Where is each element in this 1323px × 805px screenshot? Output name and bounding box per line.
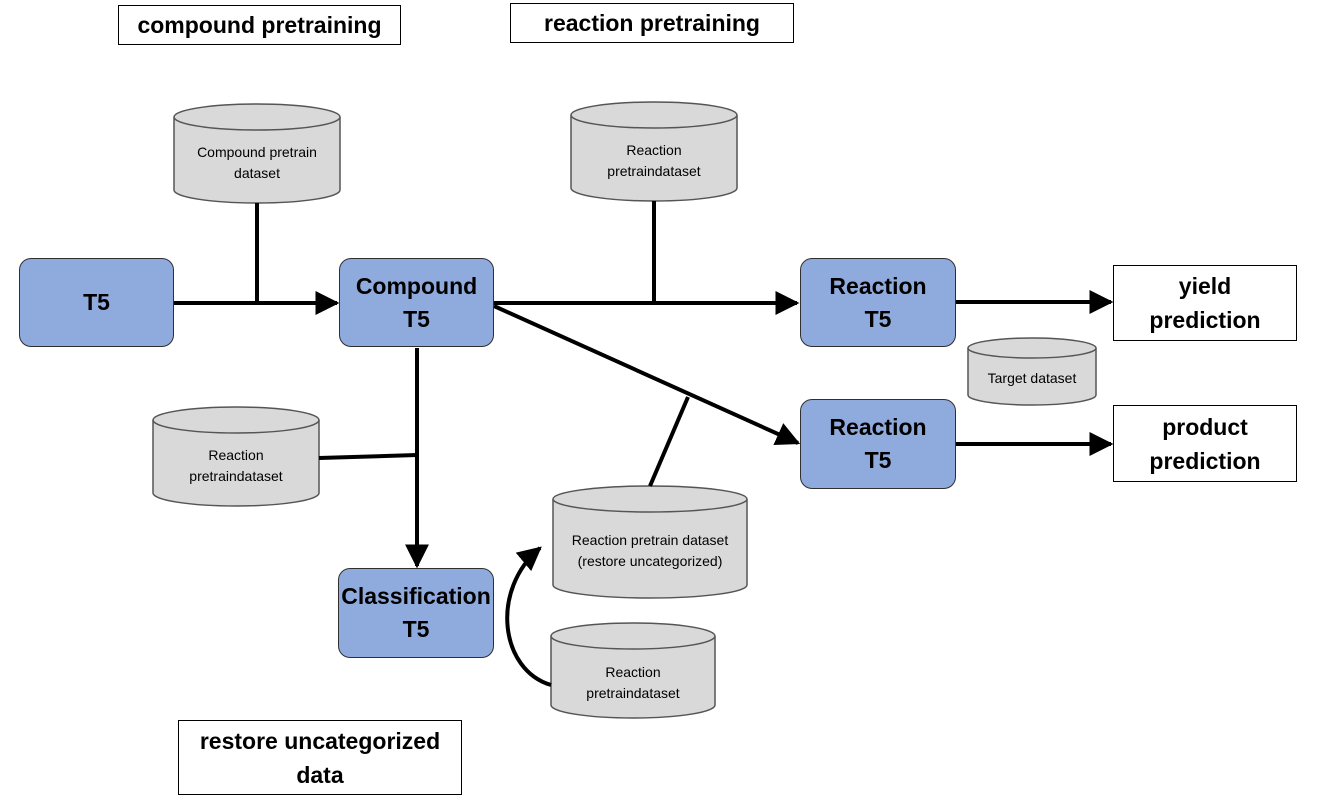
model-classification-t5: Classification T5 (338, 568, 494, 658)
model-reaction-t5-yield: Reaction T5 (800, 258, 956, 347)
dataset-reaction-bottom-line2: pretraindataset (586, 685, 680, 701)
cylinder-reaction-pretrain-bottom (550, 622, 716, 719)
output-yield-prediction: yield prediction (1113, 265, 1297, 341)
cylinder-compound-pretrain (173, 103, 341, 204)
dataset-target-line1: Target dataset (987, 369, 1077, 386)
model-classification-line2: T5 (402, 616, 430, 642)
arrow-restore-curve (505, 546, 552, 687)
dataset-reaction-bottom-line1: Reaction (605, 664, 661, 680)
header-compound-pretraining: compound pretraining (118, 5, 401, 45)
cylinder-target-dataset (967, 337, 1097, 406)
model-reaction-t5-product: Reaction T5 (800, 399, 956, 489)
dataset-reaction-pretrain-restore: Reaction pretrain dataset (restore uncat… (553, 518, 747, 584)
header-restore-line2: data (296, 761, 344, 788)
dataset-compound-pretrain: Compound pretrain dataset (174, 132, 340, 194)
cylinder-reaction-pretrain-restore (552, 485, 748, 599)
dataset-compound-line1: Compound pretrain (197, 144, 317, 160)
model-classification-line1: Classification (341, 583, 491, 609)
model-compound-line2: T5 (403, 305, 430, 332)
output-product-line1: product (1162, 413, 1248, 440)
model-reaction-product-line1: Reaction (829, 414, 927, 440)
model-t5: T5 (19, 258, 174, 347)
dataset-reaction-pretrain-left: Reaction pretraindataset (153, 435, 319, 497)
model-reaction-yield-line1: Reaction (829, 272, 927, 299)
dataset-compound-line2: dataset (234, 165, 280, 181)
output-product-prediction: product prediction (1113, 405, 1297, 482)
model-compound-line1: Compound (355, 272, 478, 299)
header-restore-uncategorized: restore uncategorized data (178, 720, 462, 795)
line-left-dataset-join (318, 453, 418, 460)
dataset-reaction-pretrain-bottom: Reaction pretraindataset (551, 651, 715, 715)
output-yield-line2: prediction (1149, 307, 1261, 333)
header-restore-line1: restore uncategorized (199, 727, 441, 754)
model-compound-t5: Compound T5 (339, 258, 494, 347)
dataset-target: Target dataset (968, 360, 1096, 396)
dataset-reaction-top-line1: Reaction (626, 142, 682, 158)
dataset-restore-line1: Reaction pretrain dataset (571, 532, 729, 548)
cylinder-reaction-pretrain-top (570, 101, 738, 202)
dataset-reaction-top-line2: pretraindataset (607, 163, 701, 179)
model-reaction-yield-line2: T5 (864, 305, 892, 332)
dataset-restore-line2: (restore uncategorized) (577, 553, 723, 569)
output-product-line2: prediction (1149, 447, 1261, 474)
header-reaction-pretraining: reaction pretraining (510, 3, 794, 43)
arrow-compound-to-reaction-product (493, 304, 801, 446)
model-reaction-product-line2: T5 (864, 447, 892, 473)
line-restore-dataset-join (648, 396, 690, 487)
dataset-reaction-pretrain-top: Reaction pretraindataset (571, 130, 737, 192)
dataset-reaction-left-line1: Reaction (208, 447, 264, 463)
dataset-reaction-left-line2: pretraindataset (189, 468, 283, 484)
output-yield-line1: yield (1178, 273, 1232, 299)
cylinder-reaction-pretrain-left (152, 406, 320, 507)
model-t5-label: T5 (83, 289, 110, 315)
